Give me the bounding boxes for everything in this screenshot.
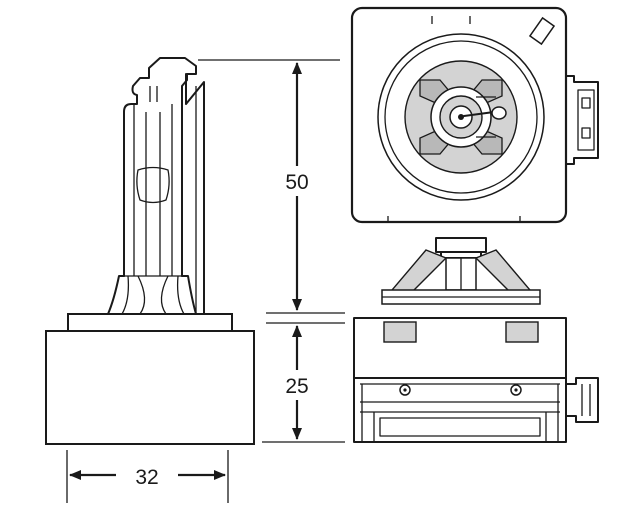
corner-marker xyxy=(528,16,556,46)
screw-left xyxy=(399,384,411,396)
bottom-view xyxy=(353,237,599,443)
side-view-burner xyxy=(107,57,205,315)
screw-right xyxy=(510,384,522,396)
side-view-flange xyxy=(67,313,233,332)
side-view xyxy=(45,57,255,445)
dimension-label-height-upper: 50 xyxy=(285,171,308,194)
side-view-base xyxy=(45,330,255,445)
dimension-label-height-lower: 25 xyxy=(285,375,308,398)
front-view xyxy=(350,6,599,224)
dimension-label-width: 32 xyxy=(135,466,158,489)
bottom-view-body xyxy=(353,317,567,443)
